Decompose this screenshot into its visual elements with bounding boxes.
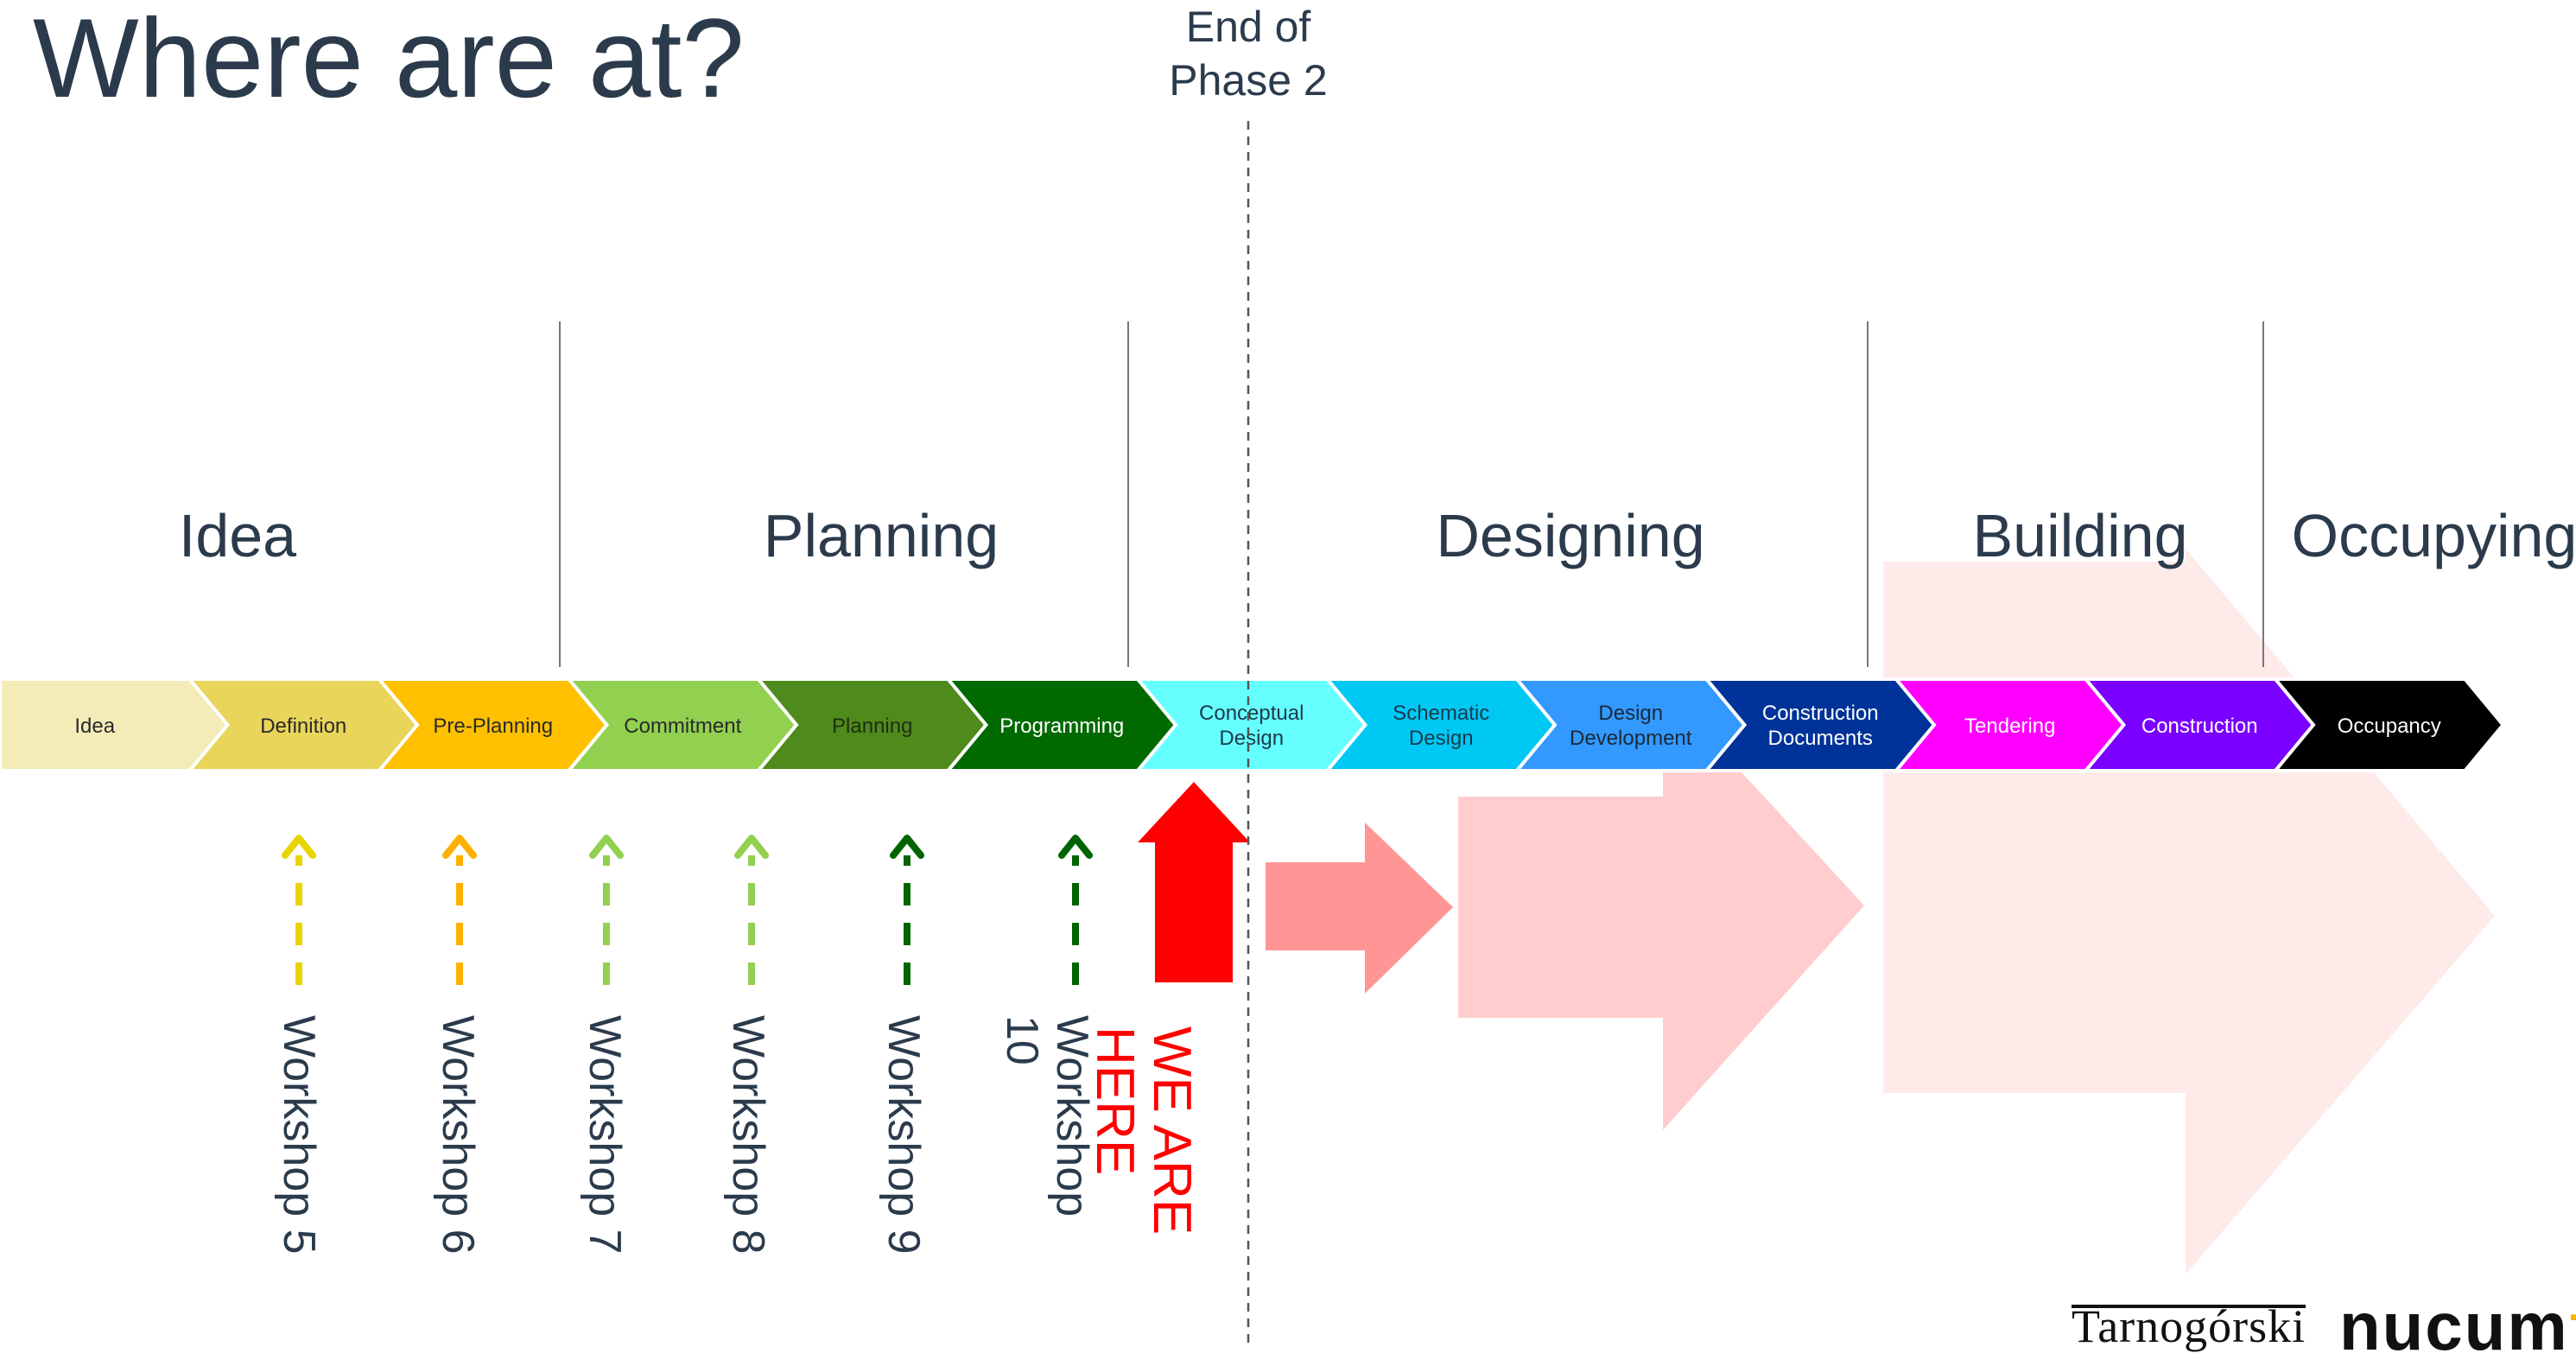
progress-arrows (1266, 549, 2495, 1274)
we-are-here-label: WE ARE HERE (1085, 1026, 1202, 1236)
nucum-logo: nucum+ (2339, 1288, 2576, 1364)
step-label: Pre-Planning (433, 715, 553, 738)
stage-label-planning: Planning (763, 502, 999, 569)
dashed-up-arrow-icon (282, 835, 316, 985)
step-label: Commitment (624, 715, 741, 738)
workshop-label: Workshop 5 (274, 1015, 324, 1255)
stage-label-designing: Designing (1436, 502, 1705, 569)
stage-dividers (559, 321, 2264, 667)
tarnogorski-logo: Tarnogórski (2072, 1300, 2306, 1352)
step-label: Idea (74, 715, 115, 738)
stage-label-idea: Idea (178, 502, 297, 569)
dashed-up-arrow-icon (890, 835, 924, 985)
workshop-label: Workshop 7 (580, 1015, 630, 1255)
step-label: Programming (999, 715, 1124, 738)
dashed-up-arrow-icon (442, 835, 477, 985)
right-arrow-icon (1883, 549, 2495, 1274)
dashed-up-arrow-icon (589, 835, 624, 985)
right-arrow-icon (1266, 823, 1453, 994)
stage-label-building: Building (1972, 502, 2188, 569)
step-label: Definition (260, 715, 346, 738)
step-chevrons: Idea Definition Pre-Planning Commitment Plan… (0, 677, 2506, 772)
step-chevron (2271, 677, 2506, 772)
workshop-label: Workshop 6 (433, 1015, 483, 1255)
stage-label-occupying: Occupying (2291, 502, 2576, 569)
page-title: Where are at? (33, 0, 745, 121)
dashed-up-arrow-icon (734, 835, 769, 985)
step-label: Occupancy (2338, 715, 2441, 738)
workshop-label: Workshop 9 (879, 1015, 929, 1255)
dashed-up-arrow-icon (1058, 835, 1093, 985)
phase-end-label: End of Phase 2 (1169, 3, 1328, 105)
workshop-label: Workshop 8 (723, 1015, 773, 1255)
step-label: Construction (2141, 715, 2258, 738)
workshop-arrows (282, 835, 1093, 985)
up-arrow-icon (1138, 782, 1250, 982)
step-label: Tendering (1964, 715, 2055, 738)
right-arrow-icon (1458, 687, 1864, 1130)
workshop-label: Workshop 10 (997, 1015, 1097, 1217)
step-label: Planning (832, 715, 912, 738)
